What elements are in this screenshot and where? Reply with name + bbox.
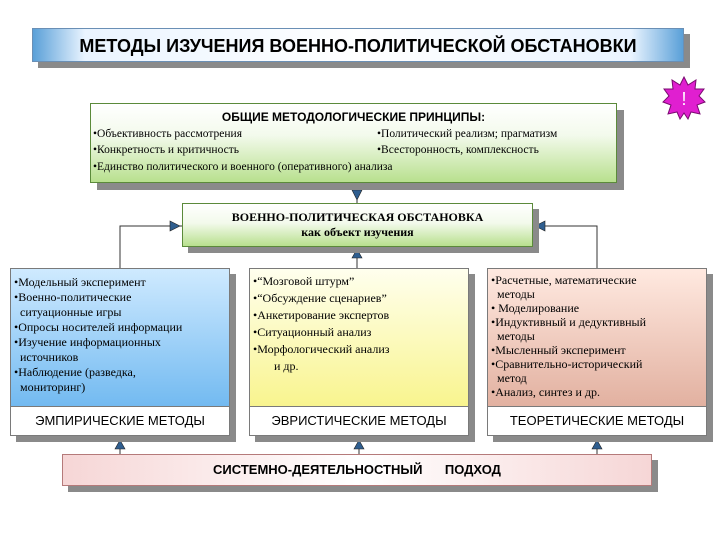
method-item: •Сравнительно-исторический [491, 357, 643, 371]
method-item: •Морфологический анализ [253, 342, 390, 356]
method-item: •Наблюдение (разведка, [14, 365, 136, 379]
method-item: методы [491, 329, 535, 343]
page-title: МЕТОДЫ ИЗУЧЕНИЯ ВОЕННО-ПОЛИТИЧЕСКОЙ ОБСТ… [32, 28, 684, 62]
exclamation-starburst-icon: ! [662, 76, 706, 120]
arrow-system-to-empirical [114, 439, 126, 450]
situation-subtitle: как объект изучения [301, 225, 414, 239]
method-item: источников [14, 350, 79, 364]
principle-item: •Всесторонность, комплексность [377, 144, 539, 156]
method-item: •Индуктивный и дедуктивный [491, 315, 647, 329]
situation-box: ВОЕННО-ПОЛИТИЧЕСКАЯ ОБСТАНОВКА как объек… [182, 203, 533, 247]
method-item: •Модельный эксперимент [14, 275, 146, 289]
method-item: •Военно-политические [14, 290, 132, 304]
heuristic-methods-box: •“Мозговой штурм” •“Обсуждение сценариев… [249, 268, 469, 436]
method-item: ситуационные игры [14, 305, 122, 319]
alert-mark: ! [681, 89, 686, 109]
empirical-methods-label: ЭМПИРИЧЕСКИЕ МЕТОДЫ [11, 406, 229, 435]
arrow-theoretical-to-situation [534, 220, 546, 232]
method-item: •Изучение информационных [14, 335, 161, 349]
situation-title: ВОЕННО-ПОЛИТИЧЕСКАЯ ОБСТАНОВКА [231, 210, 484, 224]
theoretical-methods-label: ТЕОРЕТИЧЕСКИЕ МЕТОДЫ [488, 406, 706, 435]
theoretical-methods-box: •Расчетные, математические методы • Моде… [487, 268, 707, 436]
method-item: •Анкетирование экспертов [253, 308, 390, 322]
method-item: метод [491, 371, 527, 385]
principle-item: •Конкретность и критичность [93, 144, 239, 156]
principles-heading: ОБЩИЕ МЕТОДОЛОГИЧЕСКИЕ ПРИНЦИПЫ: [221, 110, 486, 124]
arrow-system-to-theoretical [591, 439, 603, 450]
principle-item: •Единство политического и военного (опер… [93, 161, 393, 173]
method-item: •“Мозговой штурм” [253, 274, 355, 288]
heuristic-methods-label: ЭВРИСТИЧЕСКИЕ МЕТОДЫ [250, 406, 468, 435]
method-item: методы [491, 287, 535, 301]
principle-item: •Политический реализм; прагматизм [377, 128, 558, 140]
empirical-methods-box: •Модельный эксперимент •Военно-политичес… [10, 268, 230, 436]
method-item: •Мысленный эксперимент [491, 343, 626, 357]
system-approach-box: СИСТЕМНО-ДЕЯТЕЛЬНОСТНЫЙ ПОДХОД [62, 454, 652, 486]
principles-box: ОБЩИЕ МЕТОДОЛОГИЧЕСКИЕ ПРИНЦИПЫ: •Объект… [90, 103, 617, 183]
arrow-empirical-to-situation [169, 220, 181, 232]
arrow-principles-to-situation [351, 189, 363, 201]
method-item: •Ситуационный анализ [253, 325, 372, 339]
method-item: •“Обсуждение сценариев” [253, 291, 387, 305]
arrow-heuristic-to-situation [351, 248, 363, 259]
method-item: • Моделирование [491, 301, 580, 315]
method-item: •Расчетные, математические [491, 273, 637, 287]
principle-item: •Объективность рассмотрения [93, 128, 242, 140]
method-item: мониторинг) [14, 380, 86, 394]
method-item: •Анализ, синтез и др. [491, 385, 601, 399]
method-item: и др. [253, 359, 299, 373]
method-item: •Опросы носителей информации [14, 320, 183, 334]
arrow-system-to-heuristic [353, 439, 365, 450]
